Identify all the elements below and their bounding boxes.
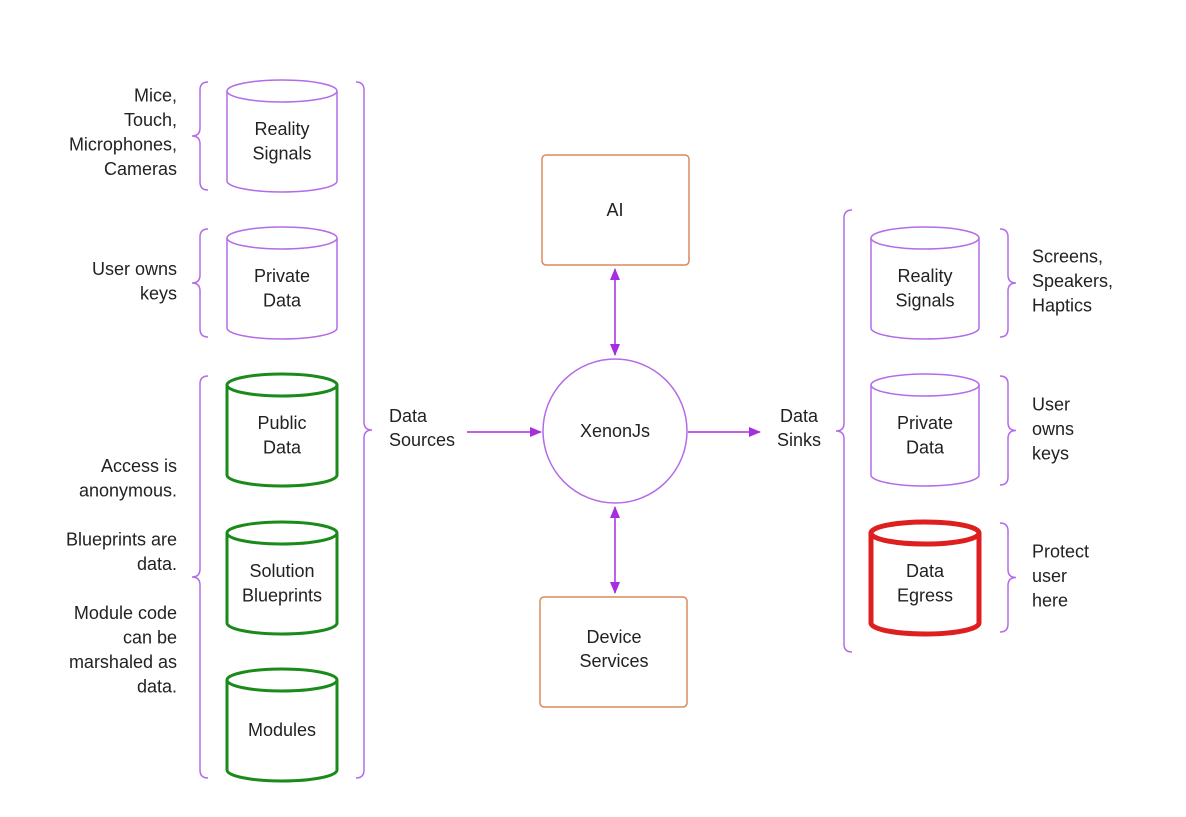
note-left-public-line: marshaled as bbox=[69, 652, 177, 672]
note-left-public: Access is anonymous. Blueprints are data. Mo… bbox=[66, 456, 177, 697]
left-store-reality-signals bbox=[226, 79, 338, 193]
note-right-egress: Protect user here bbox=[1032, 542, 1089, 611]
left-store-solution-blueprints-top bbox=[225, 520, 339, 546]
left-store-reality-signals-top bbox=[226, 79, 338, 103]
data-sinks-brace bbox=[835, 209, 853, 653]
right-brace-signals bbox=[999, 228, 1017, 338]
note-left-private-line: keys bbox=[140, 283, 177, 303]
note-left-signals-line: Mice, bbox=[134, 85, 177, 105]
left-store-private-data-label-line: Data bbox=[263, 290, 302, 310]
right-store-data-egress-body bbox=[868, 533, 982, 637]
note-right-signals: Screens, Speakers, Haptics bbox=[1032, 247, 1113, 316]
note-left-signals-line: Cameras bbox=[104, 159, 177, 179]
device-services-label-line: Device bbox=[586, 627, 641, 647]
note-left-public-line: data. bbox=[137, 554, 177, 574]
data-sinks-label-line: Data bbox=[780, 406, 819, 426]
data-sources-label-line: Data bbox=[389, 406, 428, 426]
note-right-private-line: keys bbox=[1032, 444, 1069, 464]
left-store-modules-label-line: Modules bbox=[248, 720, 316, 740]
right-store-data-egress-label-line: Egress bbox=[897, 585, 953, 605]
xenonjs-hub bbox=[542, 358, 688, 504]
left-store-modules bbox=[225, 667, 339, 783]
left-store-private-data-body bbox=[226, 238, 338, 340]
left-store-modules-body bbox=[225, 680, 339, 783]
note-right-egress-line: here bbox=[1032, 591, 1068, 611]
right-store-private-data-top bbox=[870, 373, 980, 397]
left-store-reality-signals-label-line: Reality bbox=[254, 119, 309, 139]
note-left-public-line: Access is bbox=[101, 456, 177, 476]
note-left-signals: Mice, Touch, Microphones, Cameras bbox=[69, 85, 177, 179]
note-left-signals-line: Touch, bbox=[124, 110, 177, 130]
note-right-signals-line: Screens, bbox=[1032, 247, 1103, 267]
left-store-solution-blueprints bbox=[225, 520, 339, 636]
left-store-solution-blueprints-body bbox=[225, 533, 339, 636]
right-store-reality-signals bbox=[870, 226, 980, 340]
left-store-solution-blueprints-label-line: Solution bbox=[249, 561, 314, 581]
device-services-box bbox=[539, 596, 688, 708]
left-store-public-data-top bbox=[225, 372, 339, 398]
left-store-solution-blueprints-label-line: Blueprints bbox=[242, 585, 322, 605]
note-left-public-line: data. bbox=[137, 676, 177, 696]
note-left-signals-line: Microphones, bbox=[69, 134, 177, 154]
data-sources-label-line: Sources bbox=[389, 430, 455, 450]
left-store-modules-top bbox=[225, 667, 339, 693]
ai-box bbox=[541, 154, 690, 266]
right-brace-egress bbox=[999, 522, 1017, 633]
left-store-public-data-body bbox=[225, 385, 339, 488]
note-right-signals-line: Speakers, bbox=[1032, 271, 1113, 291]
xenonjs-label: XenonJs bbox=[580, 421, 650, 441]
right-store-reality-signals-label-line: Signals bbox=[895, 290, 954, 310]
left-brace-signals bbox=[191, 81, 209, 191]
note-right-private-line: User bbox=[1032, 395, 1070, 415]
left-store-private-data-top bbox=[226, 226, 338, 250]
note-left-public-line: can be bbox=[123, 627, 177, 647]
right-store-private-data-body bbox=[870, 385, 980, 487]
note-right-private: User owns keys bbox=[1032, 395, 1074, 464]
left-store-reality-signals-label-line: Signals bbox=[252, 143, 311, 163]
left-store-public-data-label-line: Data bbox=[263, 437, 302, 457]
left-store-modules-label: Modules bbox=[248, 720, 316, 740]
note-left-public-line: Blueprints are bbox=[66, 529, 177, 549]
right-store-data-egress-label-line: Data bbox=[906, 561, 945, 581]
right-store-data-egress-top bbox=[868, 519, 982, 547]
right-store-data-egress bbox=[868, 519, 982, 637]
device-services-label-line: Services bbox=[579, 651, 648, 671]
right-store-private-data-label-line: Data bbox=[906, 437, 945, 457]
right-store-private-data bbox=[870, 373, 980, 487]
left-store-public-data-label-line: Public bbox=[257, 413, 306, 433]
left-store-private-data-label-line: Private bbox=[254, 266, 310, 286]
note-left-public-line: anonymous. bbox=[79, 480, 177, 500]
right-brace-private bbox=[999, 375, 1017, 486]
note-left-private: User owns keys bbox=[92, 259, 177, 304]
note-left-private-line: User owns bbox=[92, 259, 177, 279]
left-store-public-data bbox=[225, 372, 339, 488]
left-store-reality-signals-body bbox=[226, 91, 338, 193]
note-left-public-line: Module code bbox=[74, 603, 177, 623]
note-right-private-line: owns bbox=[1032, 419, 1074, 439]
right-store-reality-signals-top bbox=[870, 226, 980, 250]
right-store-private-data-label-line: Private bbox=[897, 413, 953, 433]
left-brace-private bbox=[191, 228, 209, 338]
data-sinks-label-line: Sinks bbox=[777, 430, 821, 450]
ai-label: AI bbox=[606, 200, 623, 220]
right-store-reality-signals-body bbox=[870, 238, 980, 340]
note-right-egress-line: Protect bbox=[1032, 542, 1089, 562]
note-right-egress-line: user bbox=[1032, 566, 1067, 586]
left-store-private-data bbox=[226, 226, 338, 340]
note-right-signals-line: Haptics bbox=[1032, 296, 1092, 316]
data-sources-brace bbox=[355, 81, 373, 779]
left-brace-public bbox=[191, 375, 209, 779]
right-store-reality-signals-label-line: Reality bbox=[897, 266, 952, 286]
